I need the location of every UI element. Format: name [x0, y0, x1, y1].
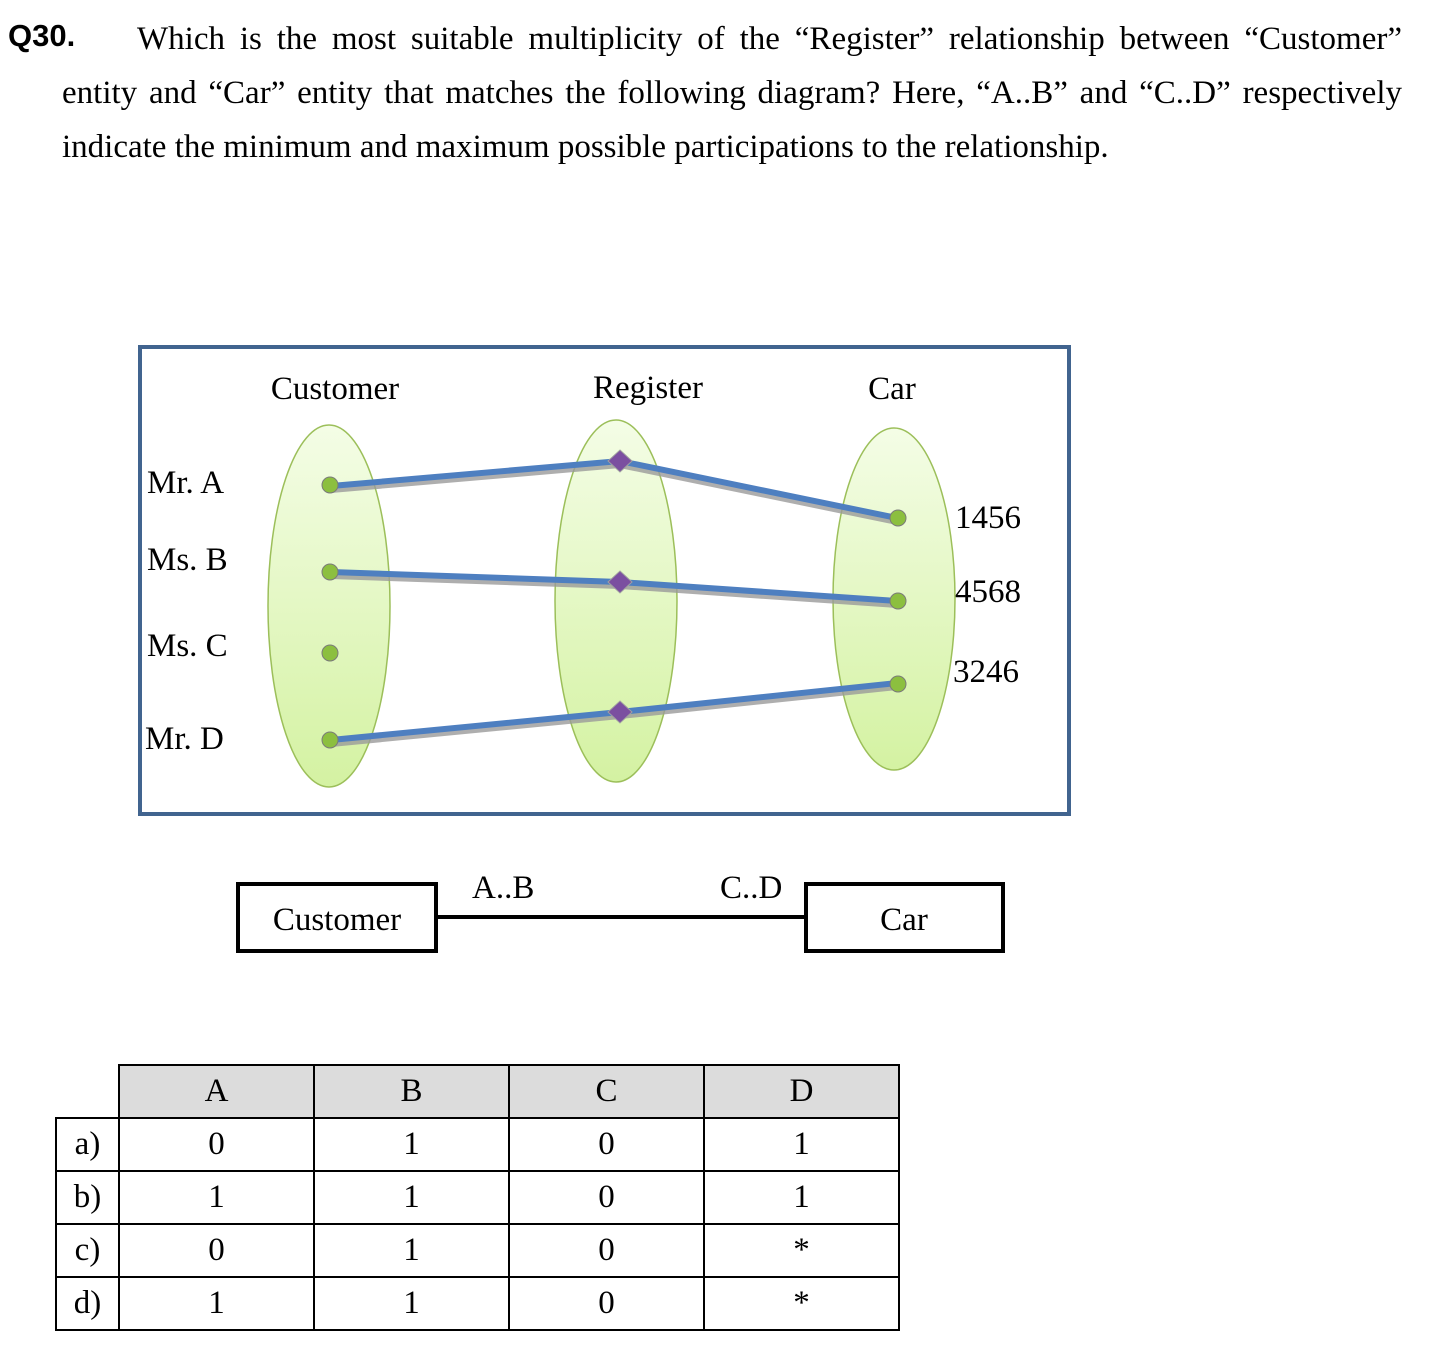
option-value: 0 — [508, 1117, 705, 1172]
option-value: 1 — [313, 1170, 510, 1225]
question-number: Q30. — [8, 18, 76, 53]
option-value: 1 — [703, 1170, 900, 1225]
option-value: 0 — [508, 1170, 705, 1225]
register-diamond-1 — [607, 449, 633, 473]
option-label: a) — [55, 1117, 120, 1172]
option-value: 0 — [508, 1223, 705, 1278]
option-value: 0 — [118, 1223, 315, 1278]
car-dot-1456 — [889, 509, 907, 527]
option-row-a: a) 0 1 0 1 — [55, 1117, 900, 1172]
customer-label-mr-d: Mr. D — [145, 721, 224, 757]
register-diamond-3 — [607, 700, 633, 724]
right-multiplicity-label: C..D — [720, 870, 782, 906]
option-value: 1 — [313, 1117, 510, 1172]
customer-dot-mr-d — [321, 731, 339, 749]
option-row-b: b) 1 1 0 1 — [55, 1170, 900, 1225]
register-diamond-2 — [607, 570, 633, 594]
option-value: 1 — [118, 1276, 315, 1331]
left-multiplicity-label: A..B — [472, 870, 534, 906]
register-set-header: Register — [593, 370, 703, 406]
header-a: A — [118, 1064, 315, 1119]
header-b: B — [313, 1064, 510, 1119]
option-value: 1 — [313, 1223, 510, 1278]
customer-label-mr-a: Mr. A — [147, 465, 224, 501]
options-header-row: A B C D — [56, 1064, 900, 1119]
customer-dot-ms-c — [321, 644, 339, 662]
car-entity-box — [804, 882, 1005, 953]
customer-label-ms-b: Ms. B — [147, 542, 228, 578]
option-label: d) — [55, 1276, 120, 1331]
option-value: 0 — [118, 1117, 315, 1172]
register-set-ellipse — [554, 419, 678, 783]
car-dot-3246 — [889, 675, 907, 693]
customer-set-header: Customer — [271, 371, 399, 407]
customer-set-ellipse — [267, 424, 391, 788]
customer-dot-mr-a — [321, 476, 339, 494]
option-value: 1 — [313, 1276, 510, 1331]
customer-entity-box — [236, 882, 438, 953]
header-blank-cell — [56, 1065, 119, 1119]
option-row-d: d) 1 1 0 * — [55, 1276, 900, 1331]
car-dot-4568 — [889, 592, 907, 610]
options-table: A B C D a) 0 1 0 1 b) 1 1 0 1 c) 0 1 0 *… — [55, 1064, 900, 1331]
question-text: Which is the most suitable multiplicity … — [62, 21, 1402, 165]
header-d: D — [703, 1064, 900, 1119]
option-value: * — [703, 1223, 900, 1278]
option-label: c) — [55, 1223, 120, 1278]
customer-dot-ms-b — [321, 563, 339, 581]
customer-label-ms-c: Ms. C — [147, 628, 228, 664]
car-label-1456: 1456 — [955, 500, 1021, 536]
option-value: 1 — [118, 1170, 315, 1225]
car-label-4568: 4568 — [955, 574, 1021, 610]
option-value: 0 — [508, 1276, 705, 1331]
option-label: b) — [55, 1170, 120, 1225]
header-c: C — [508, 1064, 705, 1119]
car-set-header: Car — [868, 371, 916, 407]
car-label-3246: 3246 — [953, 654, 1019, 690]
option-value: * — [703, 1276, 900, 1331]
option-row-c: c) 0 1 0 * — [55, 1223, 900, 1278]
option-value: 1 — [703, 1117, 900, 1172]
car-entity-label: Car — [880, 902, 928, 938]
customer-entity-label: Customer — [273, 902, 401, 938]
